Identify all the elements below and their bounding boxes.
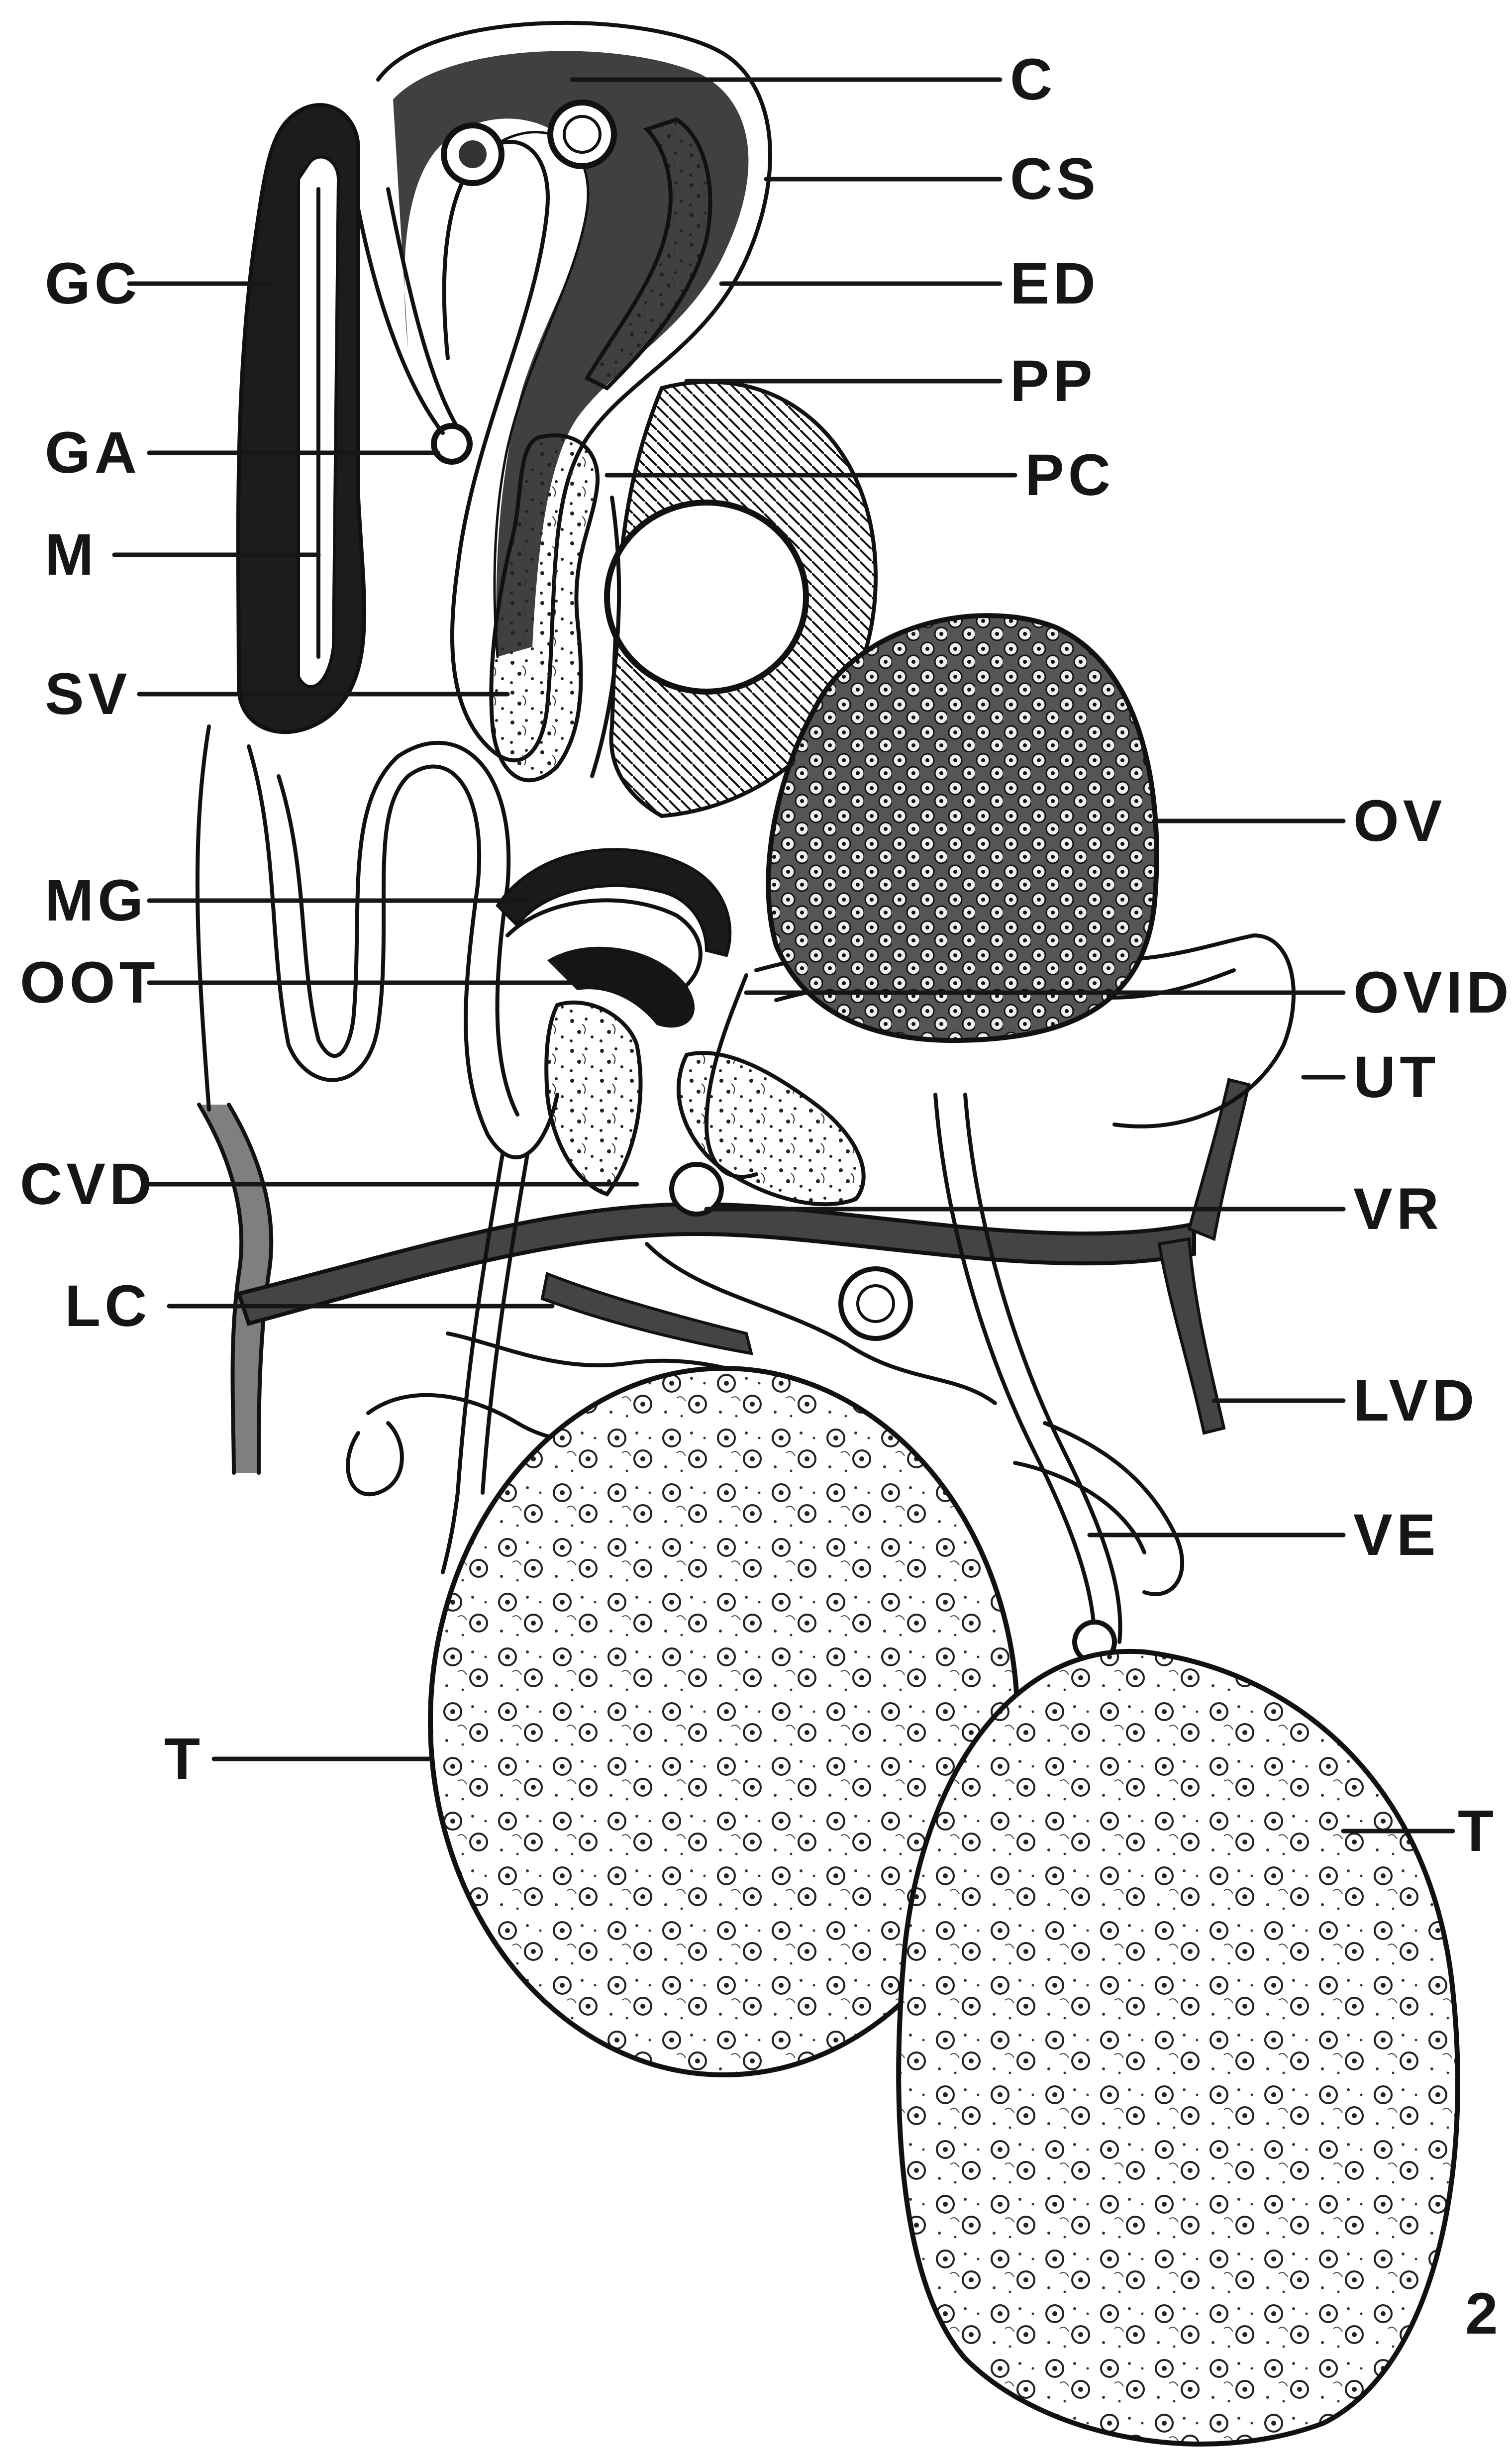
label-cs: CS — [1010, 146, 1100, 212]
label-t-left: T — [164, 1726, 204, 1792]
label-lvd: LVD — [1353, 1368, 1478, 1433]
label-pc: PC — [1025, 442, 1114, 508]
label-pp: PP — [1010, 348, 1096, 414]
label-cvd: CVD — [20, 1151, 156, 1217]
label-ga: GA — [45, 420, 141, 486]
label-ve: VE — [1353, 1502, 1439, 1568]
label-sv: SV — [45, 661, 131, 727]
vitelline-reservoir — [672, 1164, 721, 1214]
label-ovid: OVID — [1353, 960, 1512, 1025]
label-ov: OV — [1353, 788, 1446, 854]
label-mg: MG — [45, 868, 147, 933]
label-ut: UT — [1353, 1044, 1439, 1110]
figure-number: 2 — [1465, 2281, 1502, 2347]
label-ed: ED — [1010, 251, 1100, 316]
genital-aperture — [358, 189, 470, 462]
laurer-canal — [542, 1274, 751, 1353]
label-vr: VR — [1353, 1176, 1443, 1242]
label-gc: GC — [45, 251, 141, 316]
label-c: C — [1010, 47, 1056, 112]
label-oot: OOT — [20, 950, 159, 1016]
label-lc: LC — [65, 1273, 151, 1339]
label-t-right: T — [1458, 1798, 1498, 1864]
testis-right — [899, 1651, 1458, 2444]
muscular-body — [238, 105, 364, 732]
label-m: M — [45, 522, 98, 588]
